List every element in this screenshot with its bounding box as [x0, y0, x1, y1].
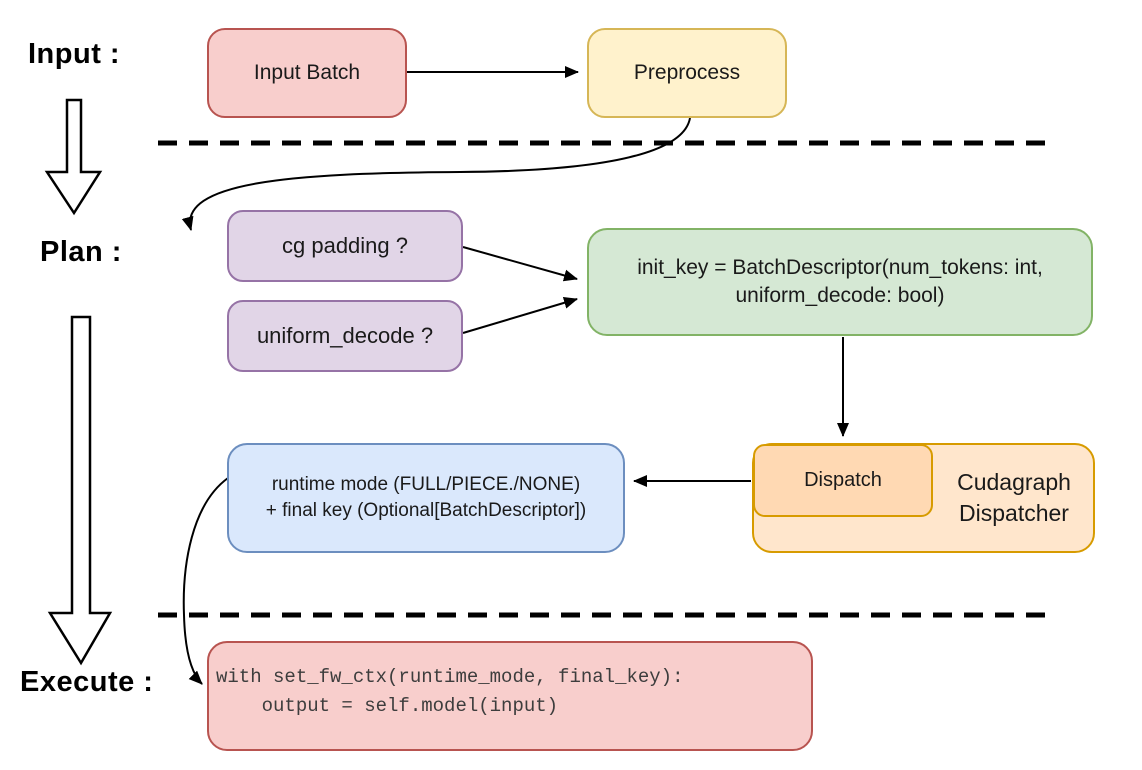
init-key-node: init_key = BatchDescriptor(num_tokens: i…: [587, 228, 1093, 336]
dispatch-node: Dispatch: [753, 444, 933, 517]
arrow-uniform-decode-to-init-key: [462, 296, 578, 334]
uniform-decode-node: uniform_decode ?: [227, 300, 463, 372]
arrow-cg-padding-to-init-key: [462, 246, 578, 282]
execute-phase-label: Execute :: [20, 666, 154, 698]
cudagraph-dispatcher-label: Cudagraph Dispatcher: [957, 468, 1071, 526]
preprocess-node: Preprocess: [587, 28, 787, 118]
input-to-plan-block-arrow-icon: [44, 98, 103, 216]
plan-to-execute-block-arrow-icon: [47, 315, 113, 666]
execute-code-node: with set_fw_ctx(runtime_mode, final_key)…: [207, 641, 813, 751]
input-batch-node: Input Batch: [207, 28, 407, 118]
cg-padding-node: cg padding ?: [227, 210, 463, 282]
input-phase-label: Input :: [28, 38, 121, 70]
plan-phase-label: Plan :: [40, 236, 122, 268]
runtime-mode-node: runtime mode (FULL/PIECE./NONE) + final …: [227, 443, 625, 553]
